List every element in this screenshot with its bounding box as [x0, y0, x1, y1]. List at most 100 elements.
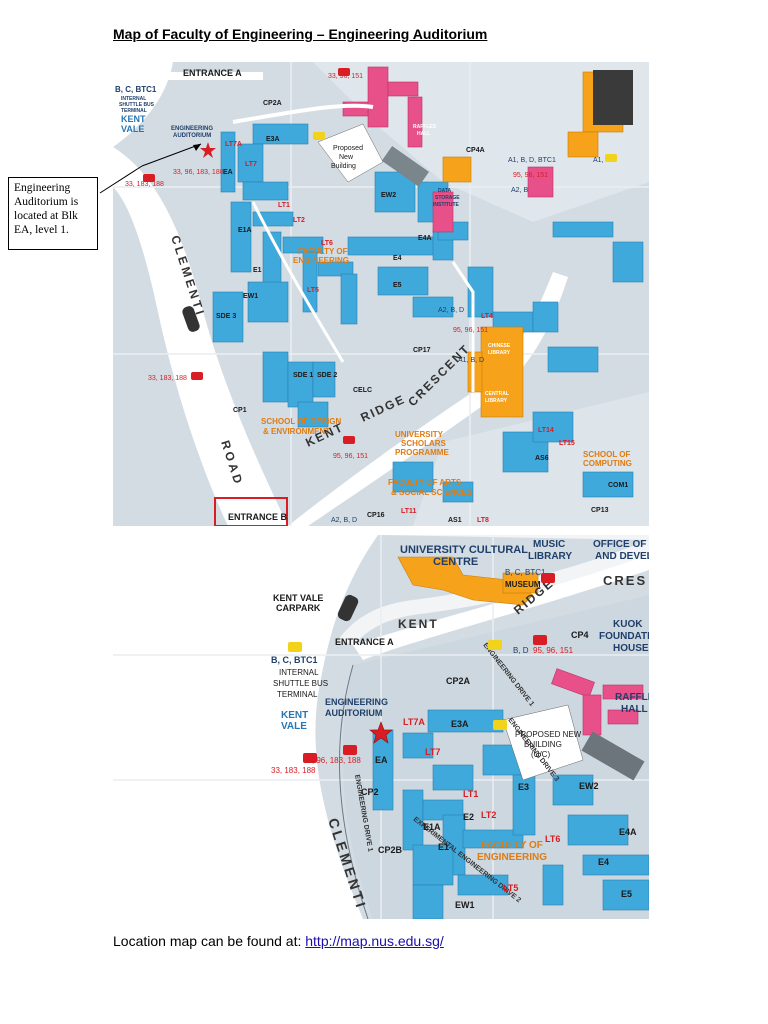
- map-label: ENTRANCE B: [228, 512, 288, 522]
- map-label: CP1: [233, 407, 247, 414]
- map-label: E1A: [423, 822, 441, 832]
- map-label: SDE 1: [293, 372, 313, 379]
- auditorium-star-icon: [200, 142, 216, 158]
- map-label: EA: [375, 755, 388, 765]
- map-label: EW2: [579, 781, 599, 791]
- map-label: New: [339, 154, 354, 161]
- map-label: INSTITUTE: [433, 202, 459, 208]
- map-label: SDE 3: [216, 313, 236, 320]
- map-label: FACULTY OF: [298, 247, 348, 256]
- map-label: FACULTY OF ARTS: [388, 478, 462, 487]
- map-label: LIBRARY: [485, 398, 508, 404]
- map-label: OFFICE OF: [593, 539, 646, 550]
- map-label: 33, 96, 183, 188: [173, 169, 224, 176]
- map-label: ENGINEERING: [293, 256, 349, 265]
- map-label: E5: [621, 889, 632, 899]
- map-label: CP16: [367, 512, 385, 519]
- map-label: E1: [253, 267, 262, 274]
- map-label: AS6: [535, 455, 549, 462]
- map-label: AS1: [448, 517, 462, 524]
- map-label: CP2A: [263, 100, 282, 107]
- map-label: INTERNAL: [121, 96, 146, 102]
- map-label: UNIVERSITY CULTURAL: [400, 544, 528, 556]
- map-label: CP17: [413, 347, 431, 354]
- map-label: A2, B, D: [331, 517, 357, 524]
- map-label: AUDITORIUM: [325, 708, 382, 718]
- map-label: EW1: [455, 900, 475, 910]
- campus-map-detail: UNIVERSITY CULTURAL CENTRE MUSIC LIBRARY…: [113, 535, 649, 919]
- map-label: 33, 96, 151: [328, 73, 363, 80]
- building-ea: [220, 131, 236, 193]
- map-label: 33, 96, 183, 188: [303, 756, 361, 765]
- map-label: A1, B, D: [458, 357, 484, 364]
- map-label: LT5: [503, 883, 518, 893]
- map-label: CHINESE: [488, 343, 511, 349]
- map-label: COMPUTING: [583, 459, 632, 468]
- map-label: KENT VALE: [273, 593, 323, 603]
- map-label: HALL: [621, 704, 648, 715]
- map-label: 95, 96, 151: [513, 172, 548, 179]
- map-label: 95, 96, 151: [533, 646, 574, 655]
- map-label: Proposed: [333, 145, 363, 152]
- map-label: CP2: [361, 787, 379, 797]
- map-label: TERMINAL: [277, 690, 318, 699]
- map-label: LT7A: [225, 141, 242, 148]
- map-label: INTERNAL: [279, 668, 319, 677]
- map-label: SCHOOL OF: [583, 450, 631, 459]
- map-label: SDE 2: [317, 372, 337, 379]
- map-label: E3: [518, 782, 529, 792]
- map-label: LT11: [401, 508, 417, 515]
- car-icon: [337, 594, 359, 622]
- map-label: FACULTY OF: [481, 840, 543, 851]
- map-label: LT6: [321, 240, 333, 247]
- map-label: SHUTTLE BUS: [273, 679, 328, 688]
- map-label: HALL: [417, 131, 430, 137]
- auditorium-star-icon: [369, 721, 393, 744]
- map-label: ENGINEERING: [171, 126, 213, 132]
- map-label: LT1: [278, 202, 290, 209]
- map-label: KENT: [121, 114, 146, 124]
- map-label: VALE: [121, 124, 144, 134]
- map-label: LT15: [559, 440, 575, 447]
- map-label: & SOCIAL SCIENCES: [391, 488, 473, 497]
- map-label: STORAGE: [435, 195, 460, 201]
- map-label: KENT: [281, 710, 308, 721]
- campus-map-overview: 33, 183, 188 33, 96, 183, 188 33, 183, 1…: [113, 62, 649, 526]
- map-link[interactable]: http://map.nus.edu.sg/: [305, 933, 444, 949]
- callout-arrow: [99, 143, 202, 194]
- map-label: E4A: [619, 827, 637, 837]
- footer-note: Location map can be found at: http://map…: [113, 933, 444, 949]
- map-label: LIBRARY: [528, 551, 572, 562]
- map-label: B, C, BTC1: [505, 568, 546, 577]
- map-label: A1, C: [593, 157, 611, 164]
- map-label: KENT: [398, 617, 439, 631]
- map-label: (U/C): [531, 750, 550, 759]
- map-label: CP2A: [446, 676, 471, 686]
- map-label: VALE: [281, 721, 307, 732]
- map-label: 33, 183, 188: [125, 181, 164, 188]
- map-label: UNIVERSITY: [395, 430, 444, 439]
- map-label: LT7A: [403, 717, 425, 727]
- map-label: ENGINEERING: [477, 852, 547, 863]
- map-label: E3A: [266, 136, 280, 143]
- map-label: DATA: [438, 188, 452, 194]
- map-label: TERMINAL: [121, 108, 147, 114]
- map-label: CENTRE: [433, 556, 478, 568]
- map-label: B, D: [513, 646, 529, 655]
- map-label: B, C, BTC1: [271, 655, 318, 665]
- map-label: CP13: [591, 507, 609, 514]
- map-label: LT8: [477, 517, 489, 524]
- map-label: SCHOOL OF DESIGN: [261, 417, 342, 426]
- map-label: 95, 96, 151: [453, 327, 488, 334]
- map-label: LT2: [293, 217, 305, 224]
- map-label: A2, B: [511, 187, 528, 194]
- map-label: LT14: [538, 427, 554, 434]
- map-label: LT7: [425, 747, 440, 757]
- map-label: CELC: [353, 387, 372, 394]
- map-label: E1: [438, 842, 449, 852]
- map-label: SCHOLARS: [401, 439, 447, 448]
- map-label: E4: [393, 255, 402, 262]
- map-label: A1, B, D, BTC1: [508, 157, 556, 164]
- map-label: HOUSE: [613, 643, 649, 654]
- map-label: LT5: [307, 287, 319, 294]
